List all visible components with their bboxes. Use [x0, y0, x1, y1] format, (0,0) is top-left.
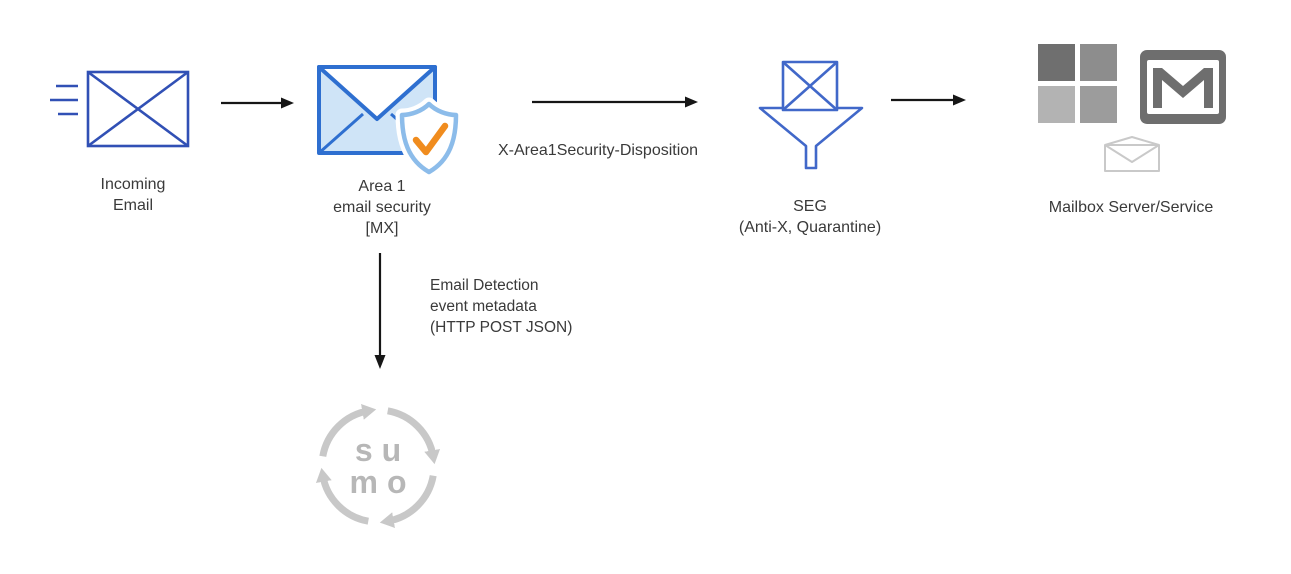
- incoming-email-envelope-svg: [50, 70, 190, 148]
- arrow-incoming-to-area1: [221, 94, 295, 117]
- seg-label: SEG (Anti-X, Quarantine): [700, 196, 920, 238]
- arrow-area1-to-seg: [532, 93, 700, 116]
- small-envelope-icon: [1102, 136, 1162, 179]
- label-line: Email Detection: [430, 277, 539, 294]
- label-line: event metadata: [430, 298, 537, 315]
- small-envelope-svg: [1104, 136, 1160, 172]
- mailbox-label: Mailbox Server/Service: [1048, 199, 1214, 216]
- label-line: (HTTP POST JSON): [430, 319, 573, 336]
- microsoft-square-bottom-right: [1080, 86, 1117, 123]
- sumo-wordmark: su mo: [310, 398, 446, 534]
- microsoft-square-top-left: [1038, 44, 1075, 81]
- area1-icon-svg: [317, 65, 463, 179]
- sumo-logic-logo: [310, 398, 446, 539]
- incoming-email-label: Incoming Email: [58, 174, 208, 216]
- sumo-logo-svg: [315, 403, 441, 529]
- sumo-wordmark-line: mo: [349, 464, 416, 500]
- sumo-wordmark-line: su: [354, 432, 411, 468]
- incoming-email-envelope-icon: [50, 70, 192, 155]
- label-line: SEG: [793, 198, 827, 215]
- label-line: Incoming: [100, 176, 166, 193]
- area1-envelope-shield-check-icon: [316, 62, 468, 187]
- arrow-seg-to-mailbox: [891, 91, 967, 114]
- metadata-label: Email Detection event metadata (HTTP POS…: [430, 275, 660, 338]
- label-line: email security: [333, 199, 431, 216]
- label-line: [MX]: [365, 220, 399, 237]
- gmail-icon-svg: [1140, 50, 1226, 124]
- label-line: (Anti-X, Quarantine): [738, 219, 882, 236]
- seg-funnel-envelope-icon: [757, 56, 865, 179]
- microsoft-square-top-right: [1080, 44, 1117, 81]
- microsoft-square-bottom-left: [1038, 86, 1075, 123]
- area1-label: Area 1 email security [MX]: [307, 176, 457, 239]
- arrow-area1-to-sumo: [370, 253, 390, 376]
- microsoft-logo: [1038, 44, 1117, 123]
- label-line: Area 1: [358, 178, 406, 195]
- disposition-header-label: X-Area1Security-Disposition: [498, 142, 699, 159]
- seg-icon-svg: [758, 60, 864, 170]
- label-line: Email: [112, 197, 153, 214]
- gmail-icon: [1140, 50, 1226, 129]
